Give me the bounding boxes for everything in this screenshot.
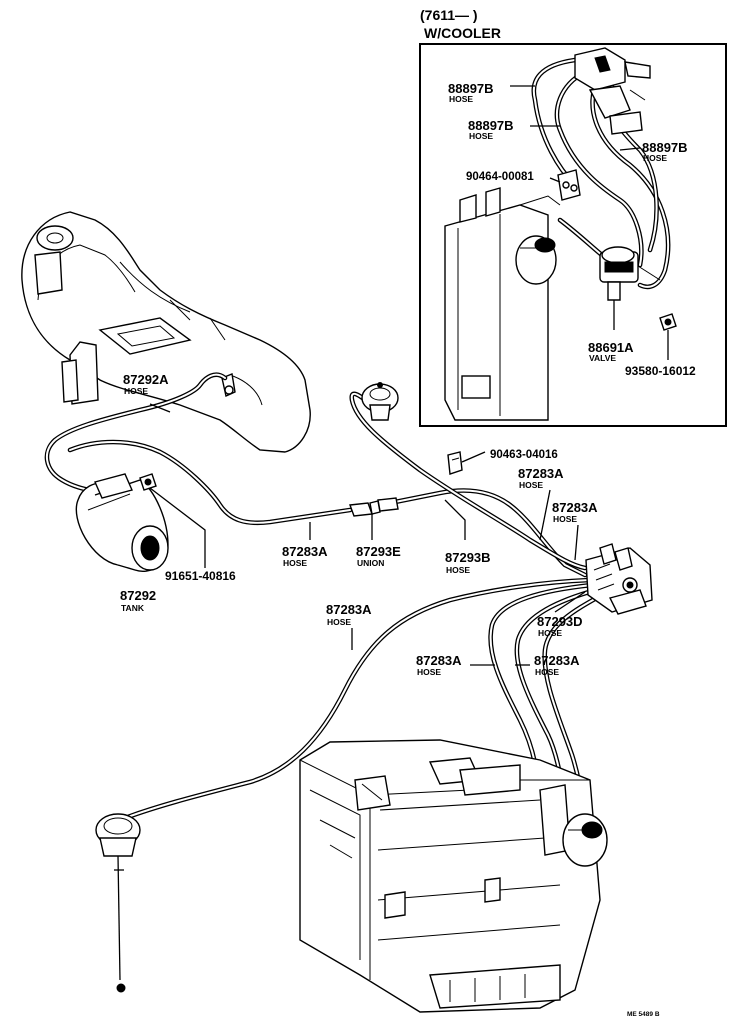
callout-87293D-desc: HOSE bbox=[538, 628, 562, 638]
heater-vacuum-actuator bbox=[562, 813, 608, 867]
callout-87283A-2-part: 87283A bbox=[552, 500, 598, 515]
inset-callout-4-part: 90464-00081 bbox=[466, 171, 534, 183]
callout-87283A-5-desc: HOSE bbox=[417, 667, 441, 677]
union-87293E bbox=[349, 497, 399, 517]
leader-inset-3 bbox=[619, 147, 641, 151]
inset-bolt bbox=[659, 313, 677, 331]
callout-87292A-desc: HOSE bbox=[124, 386, 148, 396]
inset-callout-3-part: 88897B bbox=[642, 140, 688, 155]
inset-header-range: (7611— ) bbox=[420, 7, 478, 23]
callout-87283A-6-desc: HOSE bbox=[535, 667, 559, 677]
callout-87293E-desc: UNION bbox=[357, 558, 384, 568]
inset-header-cooler: W/COOLER bbox=[424, 25, 501, 41]
callout-87283A-3-part: 87283A bbox=[282, 544, 328, 559]
inset-vsv-assembly bbox=[574, 47, 651, 135]
inset-valve-88691A bbox=[599, 246, 661, 301]
callout-87293B-desc: HOSE bbox=[446, 565, 470, 575]
inset-cooler-unit bbox=[444, 187, 561, 421]
callout-90463-04016-part: 90463-04016 bbox=[490, 449, 558, 461]
inset-callout-5-part: 88691A bbox=[588, 340, 634, 355]
cooler-inset: (7611— ) W/COOLER bbox=[419, 7, 727, 427]
callout-87283A-4-part: 87283A bbox=[326, 602, 372, 617]
main-leaders bbox=[149, 403, 586, 666]
callout-91651-40816-part: 91651-40816 bbox=[165, 569, 236, 583]
leader-inset-4 bbox=[549, 177, 561, 183]
inset-callout-1-desc: HOSE bbox=[449, 94, 473, 104]
inset-callout-5-desc: VALVE bbox=[589, 353, 616, 363]
heater-unit bbox=[299, 739, 601, 1013]
inset-callout-3-desc: HOSE bbox=[643, 153, 667, 163]
callout-87283A-5-part: 87283A bbox=[416, 653, 462, 668]
control-valve-assembly bbox=[585, 543, 653, 615]
inset-callout-2-part: 88897B bbox=[468, 118, 514, 133]
callout-87292-desc: TANK bbox=[121, 603, 145, 613]
callout-87283A-6-part: 87283A bbox=[534, 653, 580, 668]
callout-87283A-2-desc: HOSE bbox=[553, 514, 577, 524]
inset-frame bbox=[419, 43, 727, 427]
upper-vacuum-actuator bbox=[361, 382, 399, 421]
intake-manifold bbox=[21, 211, 311, 453]
callout-87293B-part: 87293B bbox=[445, 550, 491, 565]
bolt-91651-40816 bbox=[139, 473, 157, 491]
callout-87293E-part: 87293E bbox=[356, 544, 401, 559]
callout-87293D-part: 87293D bbox=[537, 614, 583, 629]
inset-vacuum-actuator bbox=[515, 235, 557, 285]
callout-87283A-4-desc: HOSE bbox=[327, 617, 351, 627]
inset-hoses bbox=[531, 57, 671, 290]
inset-callout-6-part: 93580-16012 bbox=[625, 364, 696, 378]
callout-87283A-3-desc: HOSE bbox=[283, 558, 307, 568]
inset-callout-2-desc: HOSE bbox=[469, 131, 493, 141]
callout-87283A-1-desc: HOSE bbox=[519, 480, 543, 490]
main-hoses bbox=[44, 372, 603, 853]
inset-callout-1-part: 88897B bbox=[448, 81, 494, 96]
inset-clamp bbox=[557, 169, 581, 201]
vacuum-tank-87292 bbox=[75, 473, 169, 572]
footer-drawing-code: ME 5489 B bbox=[627, 1011, 660, 1018]
callout-87292A-part: 87292A bbox=[123, 372, 169, 387]
clip-90463-04016 bbox=[447, 451, 463, 475]
lower-vacuum-actuator bbox=[95, 813, 141, 993]
callout-87283A-1-part: 87283A bbox=[518, 466, 564, 481]
callout-87292-part: 87292 bbox=[120, 588, 156, 603]
